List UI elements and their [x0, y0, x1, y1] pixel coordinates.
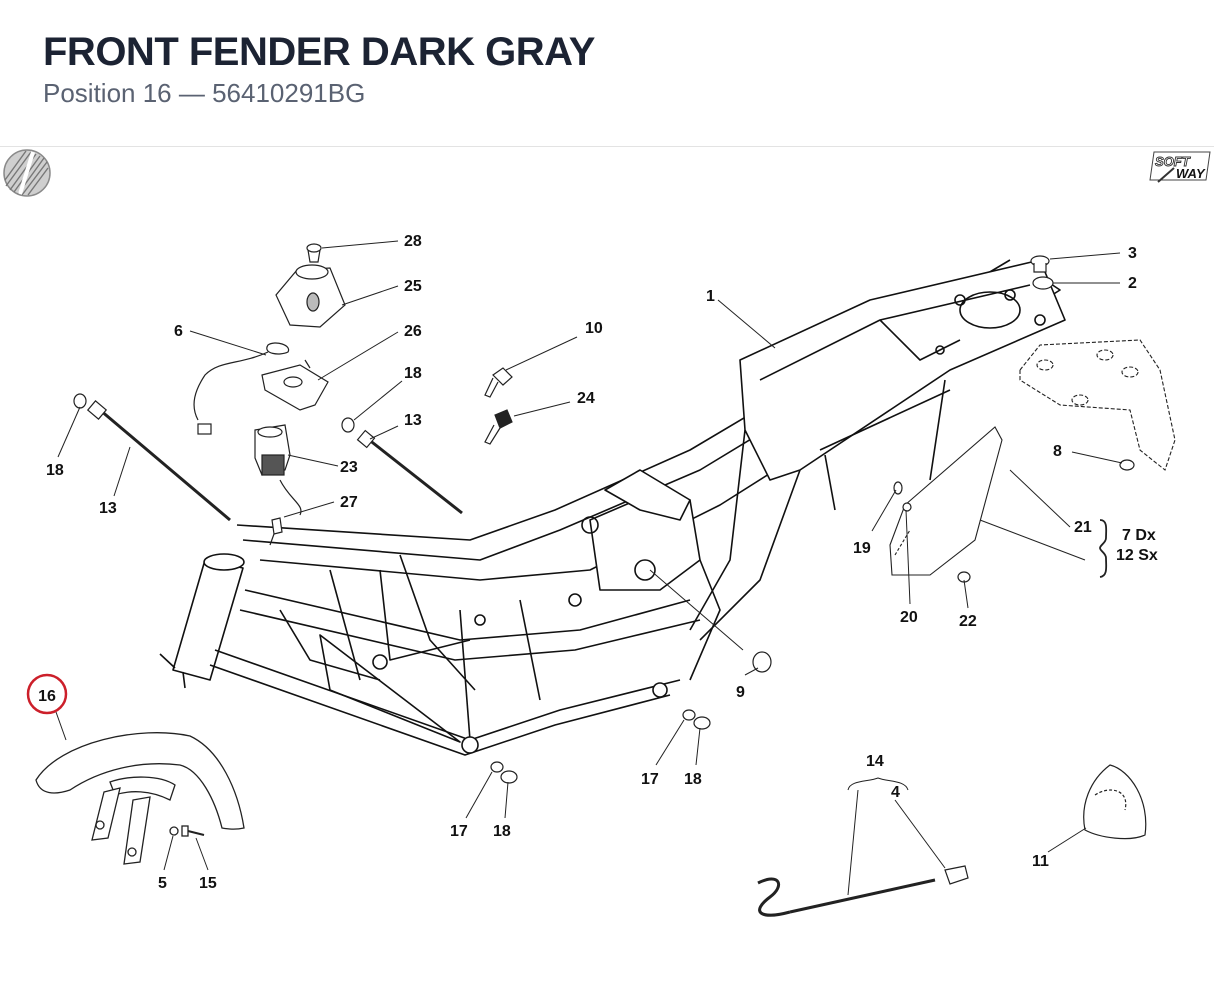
brand-seal-icon	[3, 149, 51, 197]
callout-8: 8	[1053, 443, 1062, 460]
rear-bracket	[1019, 339, 1176, 471]
callout-5: 5	[158, 875, 167, 892]
callout-13: 13	[404, 412, 422, 429]
callout-7-dx: 7 Dx	[1122, 527, 1156, 544]
callout-25: 25	[404, 278, 422, 295]
bolts-13	[73, 393, 463, 522]
callout-12-sx: 12 Sx	[1116, 547, 1158, 564]
position-16-highlight	[26, 673, 68, 715]
callout-1: 1	[706, 288, 715, 305]
logo-top-text: SOFT	[1155, 154, 1191, 169]
page-title: FRONT FENDER DARK GRAY	[43, 30, 596, 74]
side-panel	[889, 426, 1003, 576]
callout-6: 6	[174, 323, 183, 340]
exploded-parts-diagram: SOFT WAY	[3, 149, 1211, 917]
callout-18: 18	[404, 365, 422, 382]
callout-2: 2	[1128, 275, 1137, 292]
callout-labels: 28 25 6 26 18 13 23 27 18 13 10 24 1 3 2…	[38, 233, 1158, 892]
softway-logo: SOFT WAY	[1149, 151, 1211, 183]
part-subtitle: Position 16 — 56410291BG	[43, 78, 366, 108]
callout-16-highlighted: 16	[38, 688, 56, 705]
callout-18: 18	[493, 823, 511, 840]
callout-4: 4	[891, 784, 900, 801]
callout-19: 19	[853, 540, 871, 557]
callout-3: 3	[1128, 245, 1137, 262]
callout-11: 11	[1032, 853, 1049, 870]
callout-26: 26	[404, 323, 422, 340]
callout-18: 18	[46, 462, 64, 479]
rod-14	[757, 865, 969, 917]
callout-17: 17	[450, 823, 468, 840]
callout-20: 20	[900, 609, 918, 626]
logo-bottom-text: WAY	[1176, 166, 1206, 181]
callout-15: 15	[199, 875, 217, 892]
page-header: FRONT FENDER DARK GRAY Position 16 — 564…	[0, 0, 1214, 147]
callout-9: 9	[736, 684, 745, 701]
steering-parts	[193, 243, 346, 546]
callout-17: 17	[641, 771, 659, 788]
callout-14: 14	[866, 753, 884, 770]
callout-23: 23	[340, 459, 358, 476]
callout-22: 22	[959, 613, 977, 630]
callout-21: 21	[1074, 519, 1092, 536]
callout-28: 28	[404, 233, 422, 250]
callout-27: 27	[340, 494, 358, 511]
ignition-keys	[484, 367, 513, 445]
rubber-mounts	[490, 255, 1135, 784]
callout-13: 13	[99, 500, 117, 517]
callout-18: 18	[684, 771, 702, 788]
front-fender-part	[35, 732, 245, 865]
main-frame	[159, 259, 1066, 756]
leader-lines	[55, 240, 1123, 896]
callout-24: 24	[577, 390, 595, 407]
cover-11	[1083, 764, 1147, 840]
callout-10: 10	[585, 320, 603, 337]
